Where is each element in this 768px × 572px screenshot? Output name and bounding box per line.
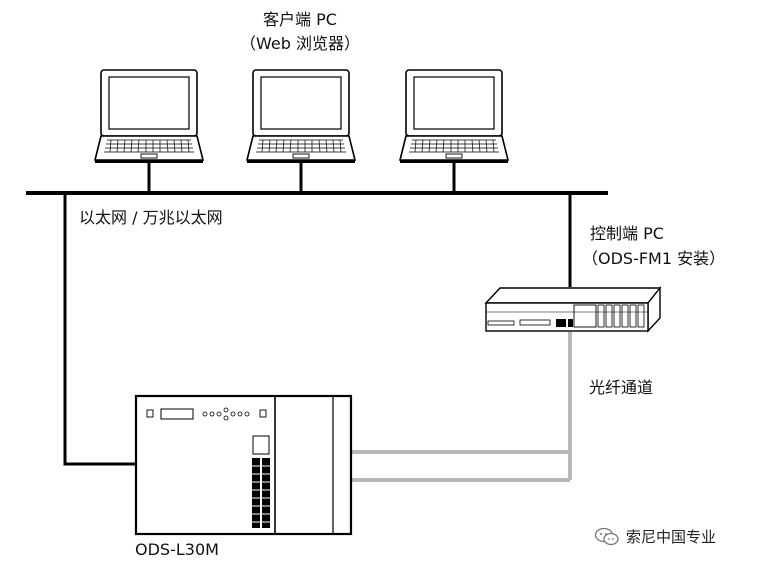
control-pc-subtitle: （ODS-FM1 安装）	[582, 249, 726, 268]
storage-device	[134, 394, 353, 536]
control-server	[484, 286, 662, 333]
ethernet-link-storage	[63, 193, 136, 466]
watermark-text: 索尼中国专业	[626, 528, 717, 546]
watermark: 索尼中国专业	[594, 526, 716, 547]
control-pc-title: 控制端 PC	[590, 224, 664, 243]
network-label: 以太网 / 万兆以太网	[79, 208, 223, 227]
client-pc-title: 客户端 PC	[263, 10, 337, 29]
client-laptop-2	[246, 69, 356, 164]
device-label: ODS-L30M	[135, 540, 219, 559]
client-laptop-1	[94, 69, 204, 164]
fiber-channel-label: 光纤通道	[589, 378, 654, 397]
laptop-drop-lines	[147, 163, 456, 193]
client-pc-subtitle: （Web 浏览器）	[240, 34, 360, 53]
client-laptop-3	[399, 69, 509, 164]
wechat-icon	[594, 527, 619, 545]
fiber-channel-lines	[351, 332, 572, 482]
